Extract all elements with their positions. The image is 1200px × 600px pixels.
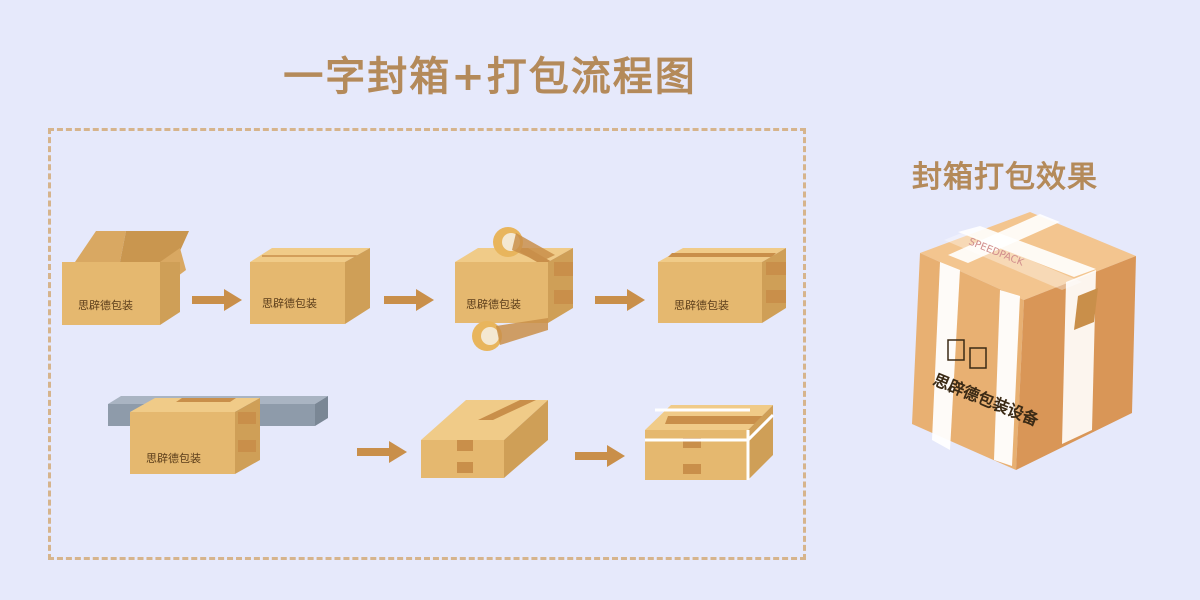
tape-roll-top [493, 227, 555, 262]
arrow-5 [575, 445, 625, 467]
arrow-1 [192, 289, 242, 311]
page-title: 一字封箱+打包流程图 [283, 54, 697, 100]
step-2-folded-box: 思辟德包装 [250, 248, 370, 324]
step-3-taping-box: 思辟德包装 [455, 227, 573, 351]
effect-box: SPEEDPACK 思辟德包装设备 [912, 212, 1136, 470]
this-way-up-icon [969, 347, 987, 369]
umbrella-icon [947, 339, 965, 361]
arrow-2 [384, 289, 434, 311]
box-label: 思辟德包装 [262, 296, 317, 310]
arrow-3 [595, 289, 645, 311]
step-5-corner-protector-box: 思辟德包装 [108, 396, 328, 474]
effect-title: 封箱打包效果 [912, 160, 1098, 195]
step-1-open-box: 思辟德包装 [62, 231, 189, 325]
process-frame [48, 128, 806, 560]
step-7-strapped-box [645, 405, 775, 480]
box-label: 思辟德包装 [674, 298, 729, 312]
box-label: 思辟德包装 [466, 297, 521, 311]
tape-roll-bottom [472, 318, 548, 351]
step-6-rotated-box [421, 400, 548, 478]
box-label: 思辟德包装 [146, 451, 201, 465]
step-4-sealed-box: 思辟德包装 [658, 248, 786, 323]
box-label: 思辟德包装 [78, 298, 133, 312]
arrow-4 [357, 441, 407, 463]
